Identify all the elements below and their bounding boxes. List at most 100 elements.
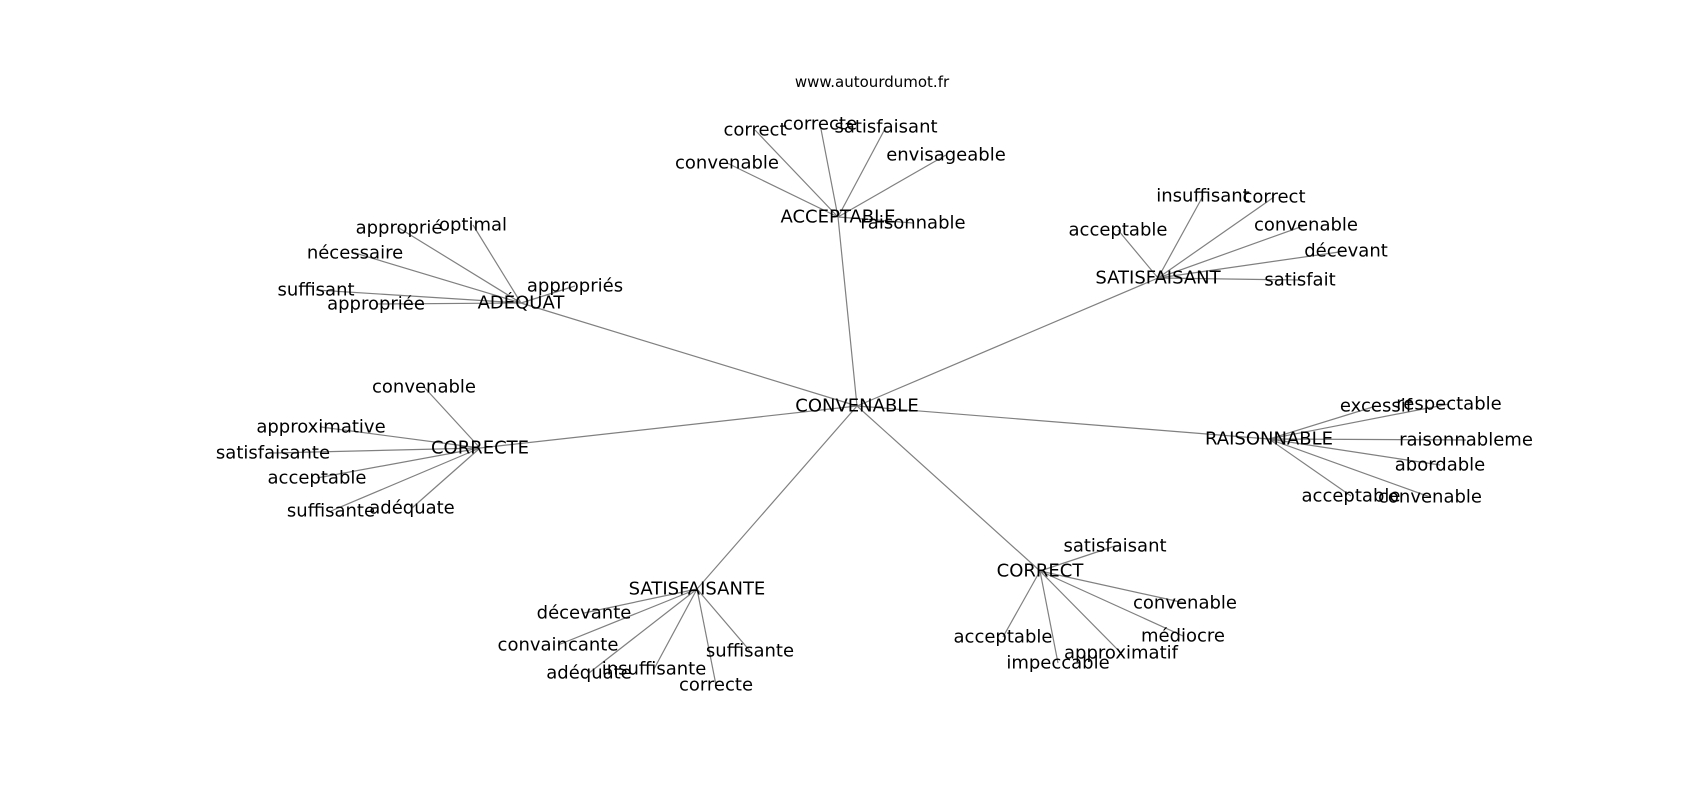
edge-hub-to-leaf bbox=[272, 447, 481, 454]
leaf-node: appropriés bbox=[527, 276, 623, 297]
leaf-node: correct bbox=[1242, 187, 1305, 208]
edge-hub-to-leaf bbox=[1268, 438, 1352, 497]
leaf-node: respectable bbox=[1396, 394, 1501, 415]
source-label: www.autourdumot.fr bbox=[795, 73, 950, 91]
leaf-node: appropriée bbox=[327, 294, 425, 315]
leaf-node: impeccable bbox=[1006, 653, 1109, 674]
leaf-node: satisfait bbox=[1264, 270, 1335, 291]
leaf-node: acceptable bbox=[1302, 486, 1401, 507]
edge-hub-to-leaf bbox=[1002, 570, 1041, 638]
edge-hub-to-leaf bbox=[320, 426, 481, 449]
graph-labels: www.autourdumot.fr CONVENABLE ACCEPTABLE c… bbox=[216, 73, 1533, 696]
leaf-node: convenable bbox=[1378, 487, 1482, 508]
edge-hub-to-leaf bbox=[1117, 229, 1159, 279]
leaf-node: correcte bbox=[679, 675, 753, 696]
edge-hub-to-leaf bbox=[423, 386, 481, 449]
edge-hub-to-leaf bbox=[1157, 224, 1307, 279]
leaf-node: suffisante bbox=[287, 501, 375, 522]
leaf-node: approximative bbox=[256, 417, 385, 438]
edge-hub-to-leaf bbox=[398, 227, 522, 304]
edge-hub-to-leaf bbox=[1157, 196, 1275, 279]
edge-hub-to-leaf bbox=[1157, 250, 1347, 279]
edge-root-to-hub bbox=[856, 405, 1270, 440]
edge-hub-to-leaf bbox=[316, 447, 481, 479]
edge-hub-to-leaf bbox=[1268, 438, 1467, 441]
edge-hub-to-leaf bbox=[819, 123, 839, 218]
edge-hub-to-leaf bbox=[520, 285, 576, 304]
leaf-node: adéquate bbox=[546, 663, 632, 684]
leaf-node: approprié bbox=[356, 218, 443, 239]
edge-hub-to-leaf bbox=[557, 588, 698, 646]
edge-hub-to-leaf bbox=[1268, 438, 1441, 466]
leaf-node: satisfaisante bbox=[216, 443, 330, 464]
leaf-node: suffisante bbox=[706, 641, 794, 662]
leaf-node: acceptable bbox=[1069, 220, 1168, 241]
edge-hub-to-leaf bbox=[1268, 403, 1450, 440]
edge-root-to-hub bbox=[837, 216, 858, 407]
edge-hub-to-leaf bbox=[375, 302, 522, 305]
leaf-node: raisonnableme bbox=[1399, 430, 1533, 451]
hub-node: SATISFAISANT bbox=[1095, 268, 1221, 289]
edge-hub-to-leaf bbox=[472, 224, 522, 304]
leaf-node: satisfaisant bbox=[834, 117, 937, 138]
edge-hub-to-leaf bbox=[653, 588, 698, 670]
leaf-node: décevante bbox=[537, 603, 632, 624]
edge-hub-to-leaf bbox=[837, 154, 947, 218]
edge-hub-to-leaf bbox=[583, 588, 698, 614]
root-node: CONVENABLE bbox=[795, 396, 918, 417]
leaf-node: acceptable bbox=[954, 627, 1053, 648]
edge-hub-to-leaf bbox=[1039, 570, 1186, 604]
leaf-node: convenable bbox=[1254, 215, 1358, 236]
edge-hub-to-leaf bbox=[315, 289, 522, 304]
edge-hub-to-leaf bbox=[1039, 570, 1122, 654]
edge-hub-to-leaf bbox=[696, 588, 717, 686]
edge-root-to-hub bbox=[696, 405, 858, 590]
leaf-node: convenable bbox=[675, 153, 779, 174]
edge-root-to-hub bbox=[479, 405, 858, 449]
edge-hub-to-leaf bbox=[1039, 545, 1116, 572]
edge-root-to-hub bbox=[856, 277, 1159, 407]
edge-hub-to-leaf bbox=[837, 216, 914, 224]
edge-hub-to-leaf bbox=[837, 126, 887, 218]
leaf-node: approximatif bbox=[1064, 643, 1179, 664]
hub-node: ACCEPTABLE bbox=[780, 207, 895, 228]
edge-hub-to-leaf bbox=[754, 129, 839, 218]
leaf-node: insuffisante bbox=[602, 659, 707, 680]
edge-hub-to-leaf bbox=[411, 447, 481, 509]
hub-node: CORRECT bbox=[997, 561, 1085, 582]
edge-hub-to-leaf bbox=[726, 162, 839, 218]
leaf-node: suffisant bbox=[277, 280, 354, 301]
leaf-node: convenable bbox=[372, 377, 476, 398]
graph-edges bbox=[272, 123, 1467, 686]
leaf-node: convenable bbox=[1133, 593, 1237, 614]
edge-hub-to-leaf bbox=[330, 447, 481, 512]
leaf-node: envisageable bbox=[886, 145, 1006, 166]
hub-node: ADÉQUAT bbox=[478, 292, 566, 314]
leaf-node: correcte bbox=[783, 114, 857, 135]
hub-node: SATISFAISANTE bbox=[629, 579, 766, 600]
edge-hub-to-leaf bbox=[1157, 277, 1301, 281]
edge-hub-to-leaf bbox=[588, 588, 698, 674]
edge-hub-to-leaf bbox=[1157, 195, 1204, 279]
hub-node: CORRECTE bbox=[431, 438, 529, 459]
edge-hub-to-leaf bbox=[696, 588, 751, 652]
leaf-node: nécessaire bbox=[307, 243, 403, 264]
leaf-node: optimal bbox=[439, 215, 507, 236]
leaf-node: excessif bbox=[1340, 396, 1413, 417]
leaf-node: raisonnable bbox=[860, 213, 965, 234]
edge-root-to-hub bbox=[856, 405, 1041, 572]
leaf-node: adéquate bbox=[369, 498, 455, 519]
edge-hub-to-leaf bbox=[1039, 570, 1184, 637]
leaf-node: satisfaisant bbox=[1063, 536, 1166, 557]
edge-hub-to-leaf bbox=[1268, 438, 1431, 498]
leaf-node: abordable bbox=[1395, 455, 1486, 476]
leaf-node: correct bbox=[723, 120, 786, 141]
edge-hub-to-leaf bbox=[1268, 405, 1377, 440]
edge-root-to-hub bbox=[520, 302, 858, 407]
leaf-node: convaincante bbox=[498, 635, 619, 656]
hub-node: RAISONNABLE bbox=[1205, 429, 1333, 450]
edge-hub-to-leaf bbox=[1039, 570, 1059, 664]
leaf-node: médiocre bbox=[1141, 626, 1225, 647]
leaf-node: insuffisant bbox=[1156, 186, 1249, 207]
leaf-node: acceptable bbox=[268, 468, 367, 489]
